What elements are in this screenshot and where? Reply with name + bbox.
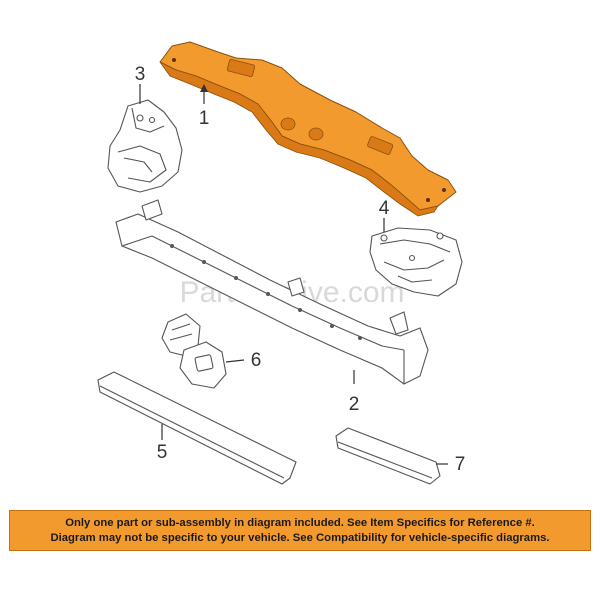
callout-3: 3 — [135, 64, 146, 85]
callout-4: 4 — [379, 198, 390, 219]
callout-1: 1 — [199, 108, 210, 129]
callout-7: 7 — [455, 454, 466, 475]
notice-line-2: Diagram may not be specific to your vehi… — [50, 531, 550, 544]
callout-leaders — [139, 84, 448, 465]
compatibility-notice-banner: Only one part or sub-assembly in diagram… — [9, 510, 591, 551]
notice-line-1: Only one part or sub-assembly in diagram… — [65, 516, 535, 529]
part-3-left-bracket — [107, 99, 183, 193]
callout-5: 5 — [157, 442, 168, 463]
part-1-upper-tie-bar — [159, 41, 457, 217]
callout-2: 2 — [349, 394, 360, 415]
part-5-lower-deflector-left — [97, 371, 297, 485]
part-4-right-bracket — [369, 227, 463, 297]
part-7-lower-deflector-right — [335, 427, 441, 485]
part-6-latch-bracket — [161, 313, 227, 389]
callout-6: 6 — [251, 350, 262, 371]
part-2-lower-tie-bar — [115, 199, 429, 385]
